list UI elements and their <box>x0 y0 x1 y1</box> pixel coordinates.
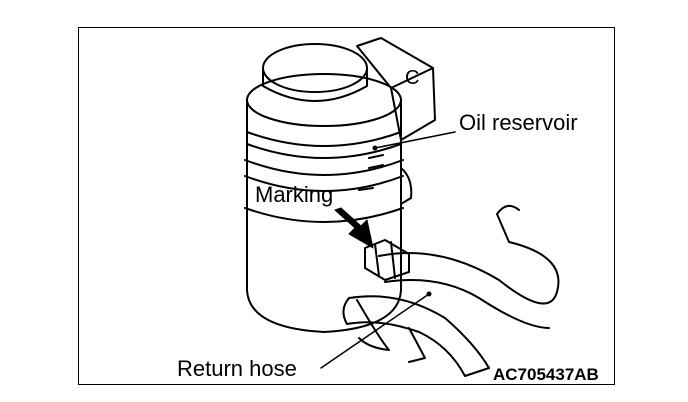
bracket-letter: C <box>405 67 420 89</box>
lower-band <box>244 159 404 176</box>
lower-hose <box>346 295 490 377</box>
marking-arrow <box>334 207 374 249</box>
marking-label: Marking <box>255 182 334 207</box>
oil-reservoir-label: Oil reservoir <box>459 110 578 135</box>
figure-code: AC705437AB <box>493 365 599 384</box>
upper-band <box>246 131 402 159</box>
oil-reservoir-leader <box>374 131 456 149</box>
reservoir-cap <box>262 43 368 93</box>
diagram-frame: C Oil reservoir Marking Return hose AC70… <box>78 27 615 385</box>
return-hose-label: Return hose <box>177 356 297 381</box>
hose-clamp <box>364 239 410 281</box>
reservoir-body <box>246 99 402 333</box>
mounting-bracket <box>356 37 436 141</box>
return-hose <box>378 204 560 305</box>
reservoir-illustration <box>244 37 560 377</box>
return-hose-leader <box>320 293 430 369</box>
